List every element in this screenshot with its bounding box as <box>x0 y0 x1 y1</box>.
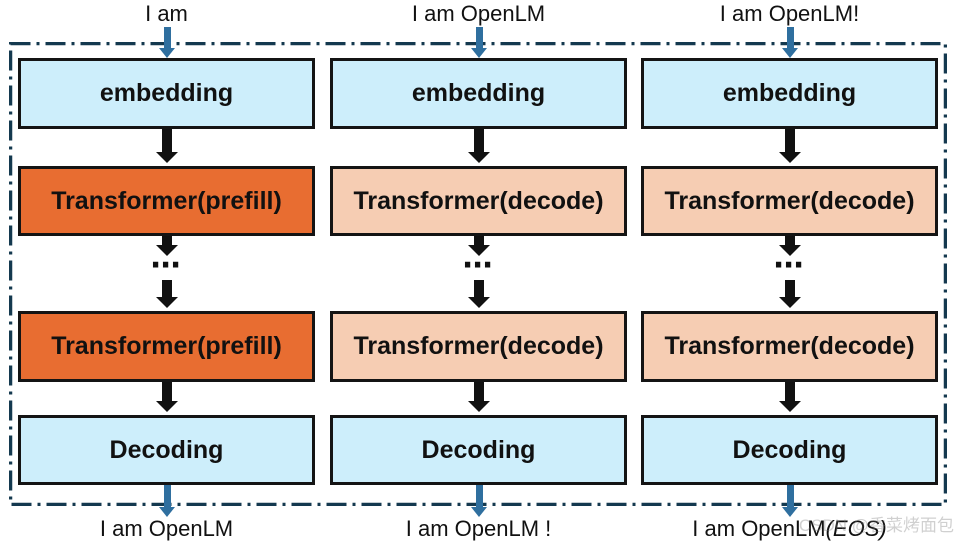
output-text: I am OpenLM <box>99 516 234 541</box>
transformer-top-col1: Transformer(prefill) <box>18 166 315 236</box>
transformer-bottom-col2-label: Transformer(decode) <box>353 332 604 360</box>
arrow-emb-to-layer-col3 <box>778 129 801 163</box>
output-text-col1: I am OpenLM <box>100 516 233 542</box>
embedding-box-col2-label: embedding <box>411 79 546 107</box>
embedding-box-col3: embedding <box>641 58 938 129</box>
decoding-box-col3-label: Decoding <box>732 435 847 464</box>
arrow-shaft <box>161 382 172 402</box>
transformer-bottom-col3-label: Transformer(decode) <box>664 332 915 360</box>
embedding-box-col1: embedding <box>18 58 315 129</box>
transformer-top-col2: Transformer(decode) <box>330 166 627 236</box>
arrow-shaft <box>161 236 172 246</box>
decoding-box-col1: Decoding <box>18 415 315 485</box>
transformer-top-col1-label: Transformer(prefill) <box>51 186 282 215</box>
arrow-shaft <box>475 485 483 508</box>
output-text: I am OpenLM <box>692 516 826 541</box>
output-text: I am OpenLM ! <box>405 516 552 541</box>
arrow-shaft <box>784 382 795 402</box>
arrow-shaft <box>163 27 171 49</box>
arrow-down-icon <box>781 48 798 58</box>
transformer-bottom-col1: Transformer(prefill) <box>18 311 315 382</box>
embedding-box-col3-label: embedding <box>722 79 857 107</box>
arrow-layer-to-dots-col2 <box>467 236 490 256</box>
embedding-box-col2: embedding <box>330 58 627 129</box>
arrow-emb-to-layer-col1 <box>155 129 178 163</box>
arrow-shaft <box>473 280 484 298</box>
arrow-dots-to-layer-col2 <box>467 280 490 308</box>
arrow-dots-to-layer-col1 <box>155 280 178 308</box>
transformer-bottom-col1-label: Transformer(prefill) <box>51 332 282 360</box>
arrow-shaft <box>473 382 484 402</box>
transformer-top-col3: Transformer(decode) <box>641 166 938 236</box>
arrow-down-icon <box>155 297 178 308</box>
decoding-box-col2: Decoding <box>330 415 627 485</box>
watermark-logo: 香菜烤面包 <box>869 516 954 535</box>
transformer-bottom-col3: Transformer(decode) <box>641 311 938 382</box>
ellipsis-col1: ⋯ <box>150 249 183 282</box>
input-text-col2: I am OpenLM <box>411 1 546 26</box>
arrow-down-icon <box>158 507 175 517</box>
arrow-shaft <box>475 27 483 49</box>
arrow-down-icon <box>778 297 801 308</box>
decoding-box-col2-label: Decoding <box>421 435 536 464</box>
arrow-dots-to-layer-col3 <box>778 280 801 308</box>
ellipsis-col2: ⋯ <box>462 249 495 282</box>
arrow-shaft <box>786 485 794 508</box>
arrow-down-icon <box>470 507 487 517</box>
arrow-down-icon <box>781 507 798 517</box>
input-text-col1: I am <box>145 1 188 26</box>
arrow-down-icon <box>155 152 178 163</box>
input-text-col3: I am OpenLM! <box>719 1 860 26</box>
arrow-shaft <box>784 236 795 246</box>
input-arrow-col1 <box>158 27 175 58</box>
arrow-shaft <box>161 280 172 298</box>
decoding-box-col1-label: Decoding <box>109 435 224 464</box>
arrow-down-icon <box>467 297 490 308</box>
arrow-shaft <box>161 129 172 153</box>
output-arrow-col2 <box>470 485 487 517</box>
transformer-top-col2-label: Transformer(decode) <box>353 186 604 215</box>
arrow-down-icon <box>467 152 490 163</box>
decoding-box-col3: Decoding <box>641 415 938 485</box>
output-text-col2: I am OpenLM ! <box>406 516 552 542</box>
transformer-top-col3-label: Transformer(decode) <box>664 186 915 215</box>
arrow-down-icon <box>467 245 490 256</box>
arrow-down-icon <box>778 401 801 412</box>
arrow-down-icon <box>778 245 801 256</box>
input-arrow-col2 <box>470 27 487 58</box>
ellipsis-col3: ⋯ <box>773 249 806 282</box>
arrow-layer-to-decoding-col2 <box>467 382 490 412</box>
arrow-shaft <box>473 236 484 246</box>
arrow-shaft <box>786 27 794 49</box>
arrow-shaft <box>784 280 795 298</box>
watermark-text: CSDN @ <box>798 516 869 535</box>
arrow-layer-to-decoding-col1 <box>155 382 178 412</box>
arrow-down-icon <box>155 245 178 256</box>
arrow-down-icon <box>158 48 175 58</box>
input-arrow-col3 <box>781 27 798 58</box>
arrow-down-icon <box>155 401 178 412</box>
output-text-col3: I am OpenLM(EOS) <box>692 516 886 542</box>
arrow-shaft <box>784 129 795 153</box>
arrow-layer-to-dots-col1 <box>155 236 178 256</box>
arrow-shaft <box>163 485 171 508</box>
output-arrow-col1 <box>158 485 175 517</box>
arrow-down-icon <box>778 152 801 163</box>
output-eos-token: (EOS) <box>825 516 887 541</box>
arrow-layer-to-dots-col3 <box>778 236 801 256</box>
arrow-layer-to-decoding-col3 <box>778 382 801 412</box>
arrow-shaft <box>473 129 484 153</box>
arrow-down-icon <box>467 401 490 412</box>
watermark: CSDN @香菜烤面包 <box>799 511 954 536</box>
embedding-box-col1-label: embedding <box>99 79 234 107</box>
output-arrow-col3 <box>781 485 798 517</box>
transformer-bottom-col2: Transformer(decode) <box>330 311 627 382</box>
arrow-down-icon <box>470 48 487 58</box>
arrow-emb-to-layer-col2 <box>467 129 490 163</box>
